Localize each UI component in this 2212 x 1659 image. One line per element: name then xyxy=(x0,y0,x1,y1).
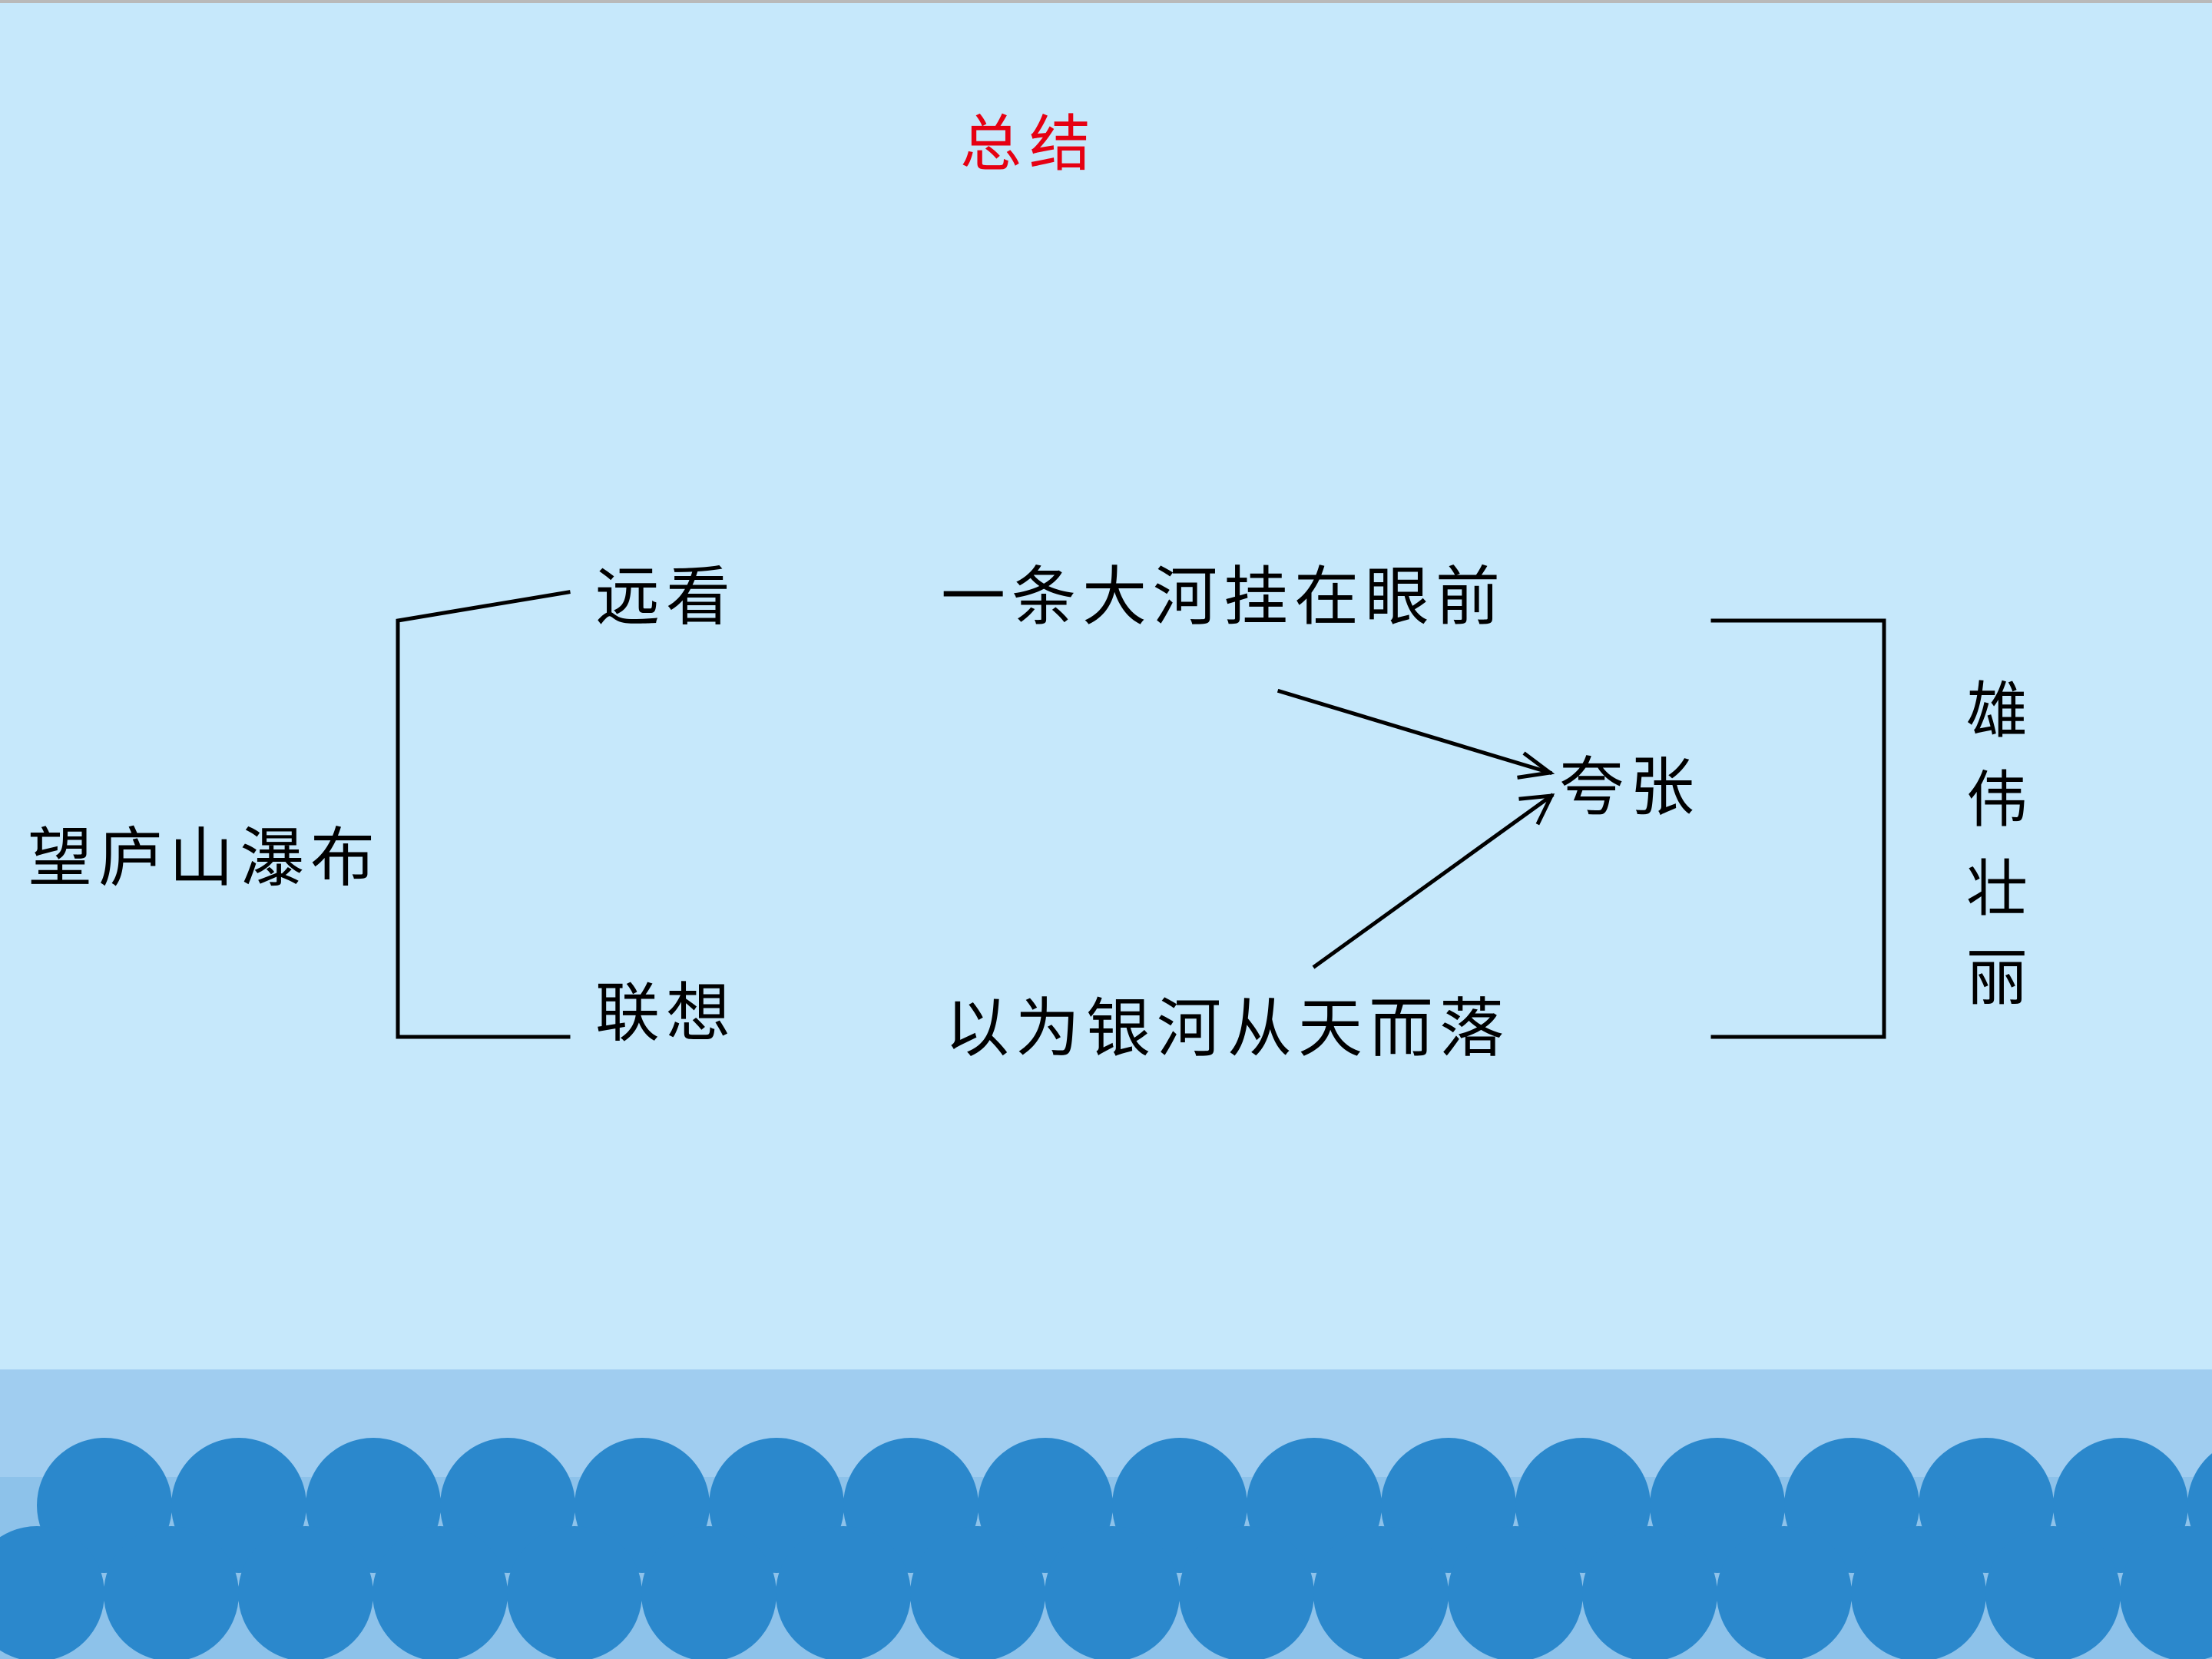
root-node: 望庐山瀑布 xyxy=(28,820,382,896)
wave-scallop xyxy=(1851,1526,1986,1659)
wave-scallop xyxy=(776,1526,911,1659)
technique-node: 夸张 xyxy=(1559,750,1701,825)
slide-title: 总结 xyxy=(960,108,1098,180)
wave-scallop xyxy=(507,1526,642,1659)
left-bracket xyxy=(396,590,571,1039)
wave-scallop xyxy=(2120,1526,2212,1659)
right-bracket xyxy=(1710,618,1886,1039)
wave-scallop xyxy=(641,1526,777,1659)
arrow-upper-shaft xyxy=(1277,688,1553,776)
wave-scallop xyxy=(0,1526,104,1659)
wave-scallop xyxy=(238,1526,373,1659)
wave-scallop xyxy=(1179,1526,1314,1659)
wave-scallop xyxy=(373,1526,508,1659)
arrowhead-upper xyxy=(1517,751,1555,780)
branch-method-imagination: 联想 xyxy=(595,975,737,1051)
top-divider xyxy=(0,0,2212,3)
wave-scallop xyxy=(1985,1526,2121,1659)
description-milky-way: 以为银河从天而落 xyxy=(945,991,1511,1066)
connector-lines xyxy=(396,590,1886,1039)
wave-scallop xyxy=(1448,1526,1583,1659)
wave-scallop xyxy=(910,1526,1045,1659)
wave-scallop xyxy=(1582,1526,1717,1659)
arrow-lower-shaft xyxy=(1312,793,1555,969)
branch-method-far-view: 远看 xyxy=(595,559,737,634)
wave-band xyxy=(0,1369,2212,1659)
wave-scallop xyxy=(1313,1526,1449,1659)
wave-scallop xyxy=(104,1526,239,1659)
arrowhead-lower xyxy=(1518,793,1555,826)
conclusion-vertical-text: 雄 伟 壮 丽 xyxy=(1962,667,2032,1023)
description-river: 一条大河挂在眼前 xyxy=(941,559,1507,634)
conclusion-char: 壮 xyxy=(1966,853,2028,925)
wave-scallop xyxy=(1717,1526,1852,1659)
conclusion-char: 丽 xyxy=(1966,942,2028,1014)
wave-scallop xyxy=(1045,1526,1180,1659)
conclusion-char: 伟 xyxy=(1966,764,2028,836)
conclusion-char: 雄 xyxy=(1966,675,2028,747)
